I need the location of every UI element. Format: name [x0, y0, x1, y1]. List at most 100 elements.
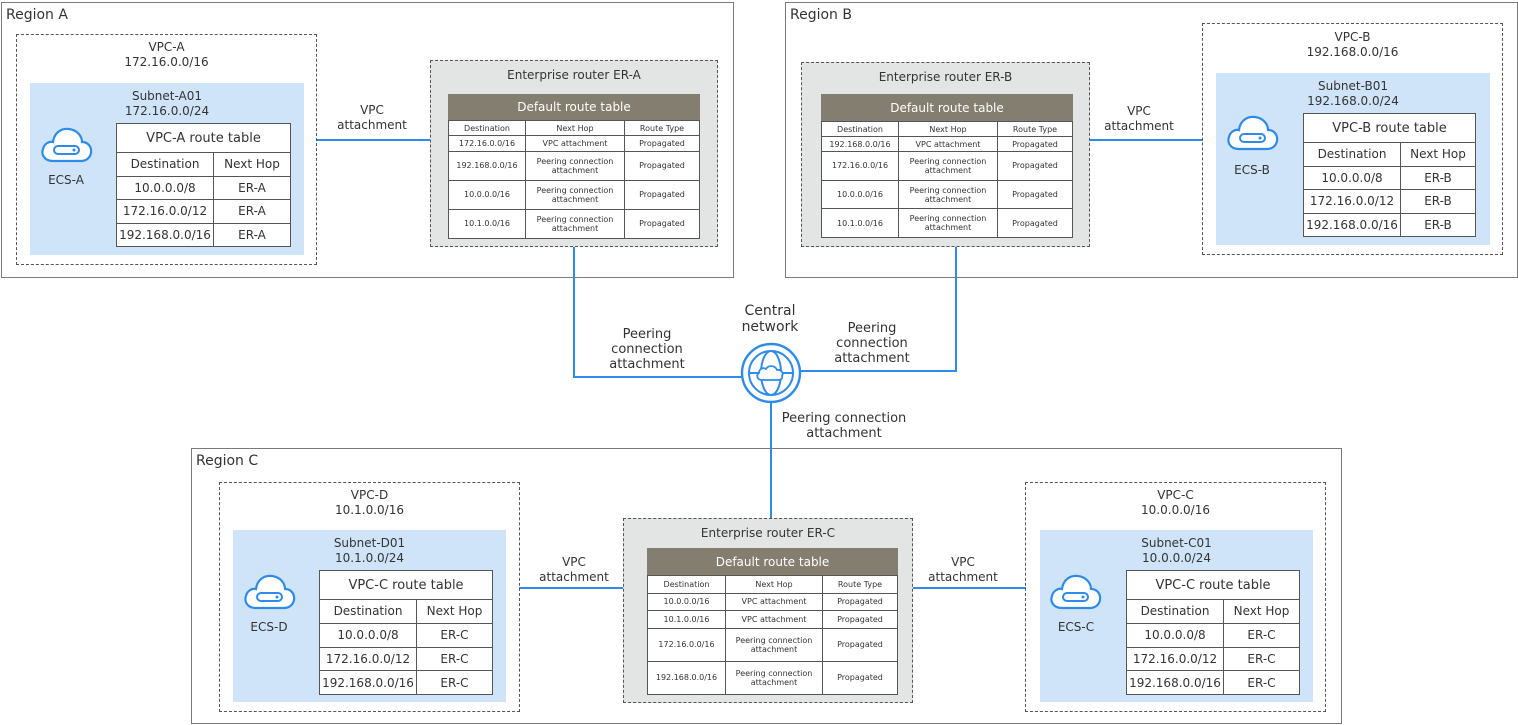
- vpc-attachment-label-c: VPC attachment: [923, 555, 1003, 585]
- region-a-label: Region A: [6, 7, 68, 23]
- table-header: Route Type: [624, 119, 700, 137]
- peering-attachment-label-bottom: Peering connection attachment: [774, 411, 914, 441]
- table-header: Next Hop: [898, 120, 998, 138]
- table-header: Destination: [1303, 142, 1401, 167]
- vpc-b-title: VPC-B 192.168.0.0/16: [1203, 30, 1502, 60]
- er-b-route-table: Destination Next Hop Route Type 192.168.…: [821, 120, 1073, 238]
- vpc-a-cidr: 172.16.0.0/16: [124, 55, 209, 69]
- peering-line3: attachment: [609, 357, 685, 372]
- table-header: Destination: [821, 120, 899, 138]
- region-c-label: Region C: [196, 453, 259, 469]
- central-network-label: Central network: [725, 303, 815, 335]
- er-c-title: Enterprise router ER-C: [700, 526, 836, 540]
- table-cell: 172.16.0.0/16: [821, 151, 899, 181]
- table-header: Next Hop: [1223, 599, 1300, 624]
- table-cell: Propagated: [822, 627, 898, 662]
- subnet-d01-cidr: 10.1.0.0/24: [335, 551, 404, 565]
- table-cell: VPC attachment: [898, 136, 998, 153]
- table-cell: 10.1.0.0/16: [647, 610, 726, 629]
- vpc-b-cidr: 192.168.0.0/16: [1306, 45, 1399, 59]
- peering-line1: Peering: [847, 321, 897, 336]
- table-cell: Propagated: [822, 610, 898, 629]
- vpc-c-route-table-title: VPC-C route table: [1126, 570, 1300, 600]
- vpc-attachment-label-b: VPC attachment: [1099, 104, 1179, 134]
- table-cell: Propagated: [997, 179, 1073, 210]
- table-header: Next Hop: [416, 599, 493, 624]
- table-cell: Propagated: [624, 150, 700, 181]
- table-cell: VPC attachment: [725, 592, 823, 611]
- cloud-server-icon: [1048, 570, 1104, 616]
- table-cell: 192.168.0.0/16: [448, 150, 526, 181]
- table-cell: Propagated: [997, 208, 1073, 238]
- subnet-c01-cidr: 10.0.0.0/24: [1142, 551, 1211, 565]
- table-header-row: Destination Next Hop: [1303, 142, 1476, 167]
- table-header-row: Destination Next Hop Route Type: [647, 575, 898, 594]
- link-era-horizontal: [573, 376, 743, 378]
- table-cell: 10.1.0.0/16: [821, 208, 899, 238]
- er-b-route-table-title: Default route table: [821, 94, 1073, 121]
- table-cell: ER-A: [213, 222, 291, 247]
- er-c-route-table-title: Default route table: [647, 548, 898, 575]
- subnet-c01-name: Subnet-C01: [1141, 536, 1212, 550]
- table-header: Next Hop: [213, 152, 291, 177]
- table-cell: ER-C: [1223, 622, 1300, 648]
- table-cell: Propagated: [624, 135, 700, 152]
- central-network-line2: network: [741, 319, 799, 335]
- table-cell: 172.16.0.0/12: [1303, 189, 1401, 214]
- table-cell: 172.16.0.0/12: [116, 199, 214, 224]
- table-header: Destination: [1126, 599, 1224, 624]
- globe-cloud-icon: [740, 342, 802, 408]
- peering-line2: connection: [836, 336, 908, 351]
- cloud-server-icon: [242, 570, 298, 616]
- table-cell: Peering connection attachment: [525, 208, 625, 240]
- table-header-row: Destination Next Hop Route Type: [448, 119, 700, 137]
- vpc-attachment-line1: VPC: [360, 103, 384, 117]
- table-header: Next Hop: [1400, 142, 1476, 167]
- peering-one-line1: Peering connection: [781, 411, 907, 426]
- ecs-d-label: ECS-D: [250, 620, 288, 634]
- table-cell: Peering connection attachment: [898, 151, 998, 181]
- subnet-d01-title: Subnet-D01 10.1.0.0/24: [233, 536, 506, 566]
- region-a: Region A: [1, 2, 734, 278]
- table-cell: 10.0.0.0/16: [448, 179, 526, 210]
- table-header-row: Destination Next Hop Route Type: [821, 120, 1073, 138]
- link-erb-vertical: [955, 247, 957, 372]
- table-cell: Propagated: [624, 208, 700, 240]
- peering-attachment-label-right: Peering connection attachment: [822, 321, 922, 366]
- region-b-label: Region B: [790, 7, 852, 23]
- table-header: Route Type: [822, 575, 898, 594]
- table-header-row: Destination Next Hop: [319, 599, 493, 624]
- table-cell: VPC attachment: [725, 610, 823, 629]
- vpc-d-cidr: 10.1.0.0/16: [335, 503, 404, 517]
- table-cell: 10.0.0.0/8: [319, 622, 417, 648]
- vpc-attachment-line1: VPC: [562, 555, 586, 569]
- subnet-b01-cidr: 192.168.0.0/24: [1307, 94, 1399, 108]
- link-central-erc: [770, 402, 772, 519]
- cloud-server-icon: [1225, 111, 1281, 157]
- table-cell: ER-C: [416, 622, 493, 648]
- table-cell: 10.0.0.0/8: [1126, 622, 1224, 648]
- vpc-d-route-table-title: VPC-C route table: [319, 570, 493, 600]
- peering-one-line2: attachment: [806, 426, 882, 441]
- vpc-attachment-line1: VPC: [951, 555, 975, 569]
- vpc-a-name: VPC-A: [148, 40, 185, 54]
- table-cell: Propagated: [822, 660, 898, 696]
- table-cell: Propagated: [997, 136, 1073, 153]
